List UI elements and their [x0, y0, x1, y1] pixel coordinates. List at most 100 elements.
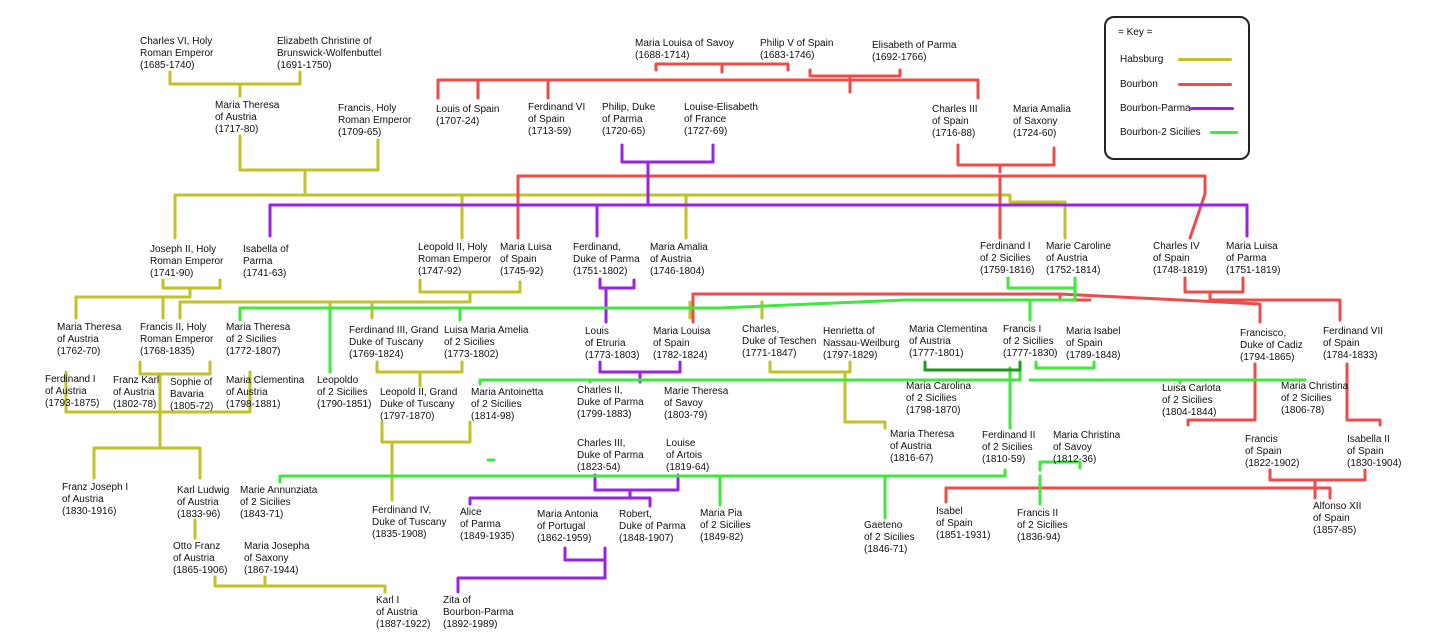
person-charles-iii-parma: Charles III,Duke of Parma(1823-54) — [577, 438, 644, 474]
person-text-line: (1805-72) — [170, 401, 214, 412]
person-text-line: of Spain — [528, 114, 565, 125]
person-text-line: of 2 Sicilies — [317, 387, 368, 398]
key-label-bourbon-sicilies: Bourbon-2 Sicilies — [1120, 127, 1201, 138]
connector-bourbon-parma — [620, 143, 715, 164]
connector-bourbon — [436, 78, 980, 100]
connector-bourbon-parma — [593, 473, 680, 492]
person-text-line: of Austria — [650, 254, 692, 265]
person-text-line: Francis II, Holy — [140, 322, 207, 333]
person-text-line: (1713-59) — [528, 126, 572, 137]
person-text-line: of Austria — [226, 387, 268, 398]
person-text-line: of Spain — [1313, 513, 1350, 524]
person-text-line: Ferdinand III, Grand — [349, 325, 439, 336]
person-text-line: (1707-24) — [436, 116, 480, 127]
person-text-line: Isabel — [936, 506, 963, 517]
person-elisabeth-parma: Elisabeth of Parma(1692-1766) — [872, 40, 957, 64]
person-text-line: of Spain — [1066, 338, 1103, 349]
connector-bourbon-sicilies — [1006, 276, 1077, 290]
person-ferdinand-parma: Ferdinand,Duke of Parma(1751-1802) — [573, 242, 640, 278]
person-text-line: of Saxony — [244, 553, 289, 564]
person-text-line: Maria Theresa — [226, 322, 291, 333]
person-text-line: (1790-1851) — [317, 399, 372, 410]
person-text-line: Ferdinand I — [980, 241, 1031, 252]
person-text-line: (1849-82) — [700, 532, 744, 543]
person-text-line: (1799-1883) — [577, 409, 632, 420]
person-text-line: of Savoy — [1053, 442, 1092, 453]
connector-habsburg — [768, 360, 852, 374]
person-text-line: (1812-36) — [1053, 454, 1097, 465]
person-text-line: (1769-1824) — [349, 349, 404, 360]
person-text-line: of Parma — [460, 519, 501, 530]
person-text-line: Louise-Elisabeth — [684, 102, 758, 113]
person-text-line: Bourbon-Parma — [443, 607, 514, 618]
person-text-line: Maria Antoinetta — [471, 387, 544, 398]
person-text-line: Karl Ludwig — [177, 485, 230, 496]
connector-bourbon — [944, 486, 1332, 500]
person-text-line: Maria Amalia — [650, 242, 708, 253]
connector-bourbon — [808, 68, 902, 78]
person-text-line: Ferdinand, — [573, 242, 621, 253]
person-text-line: (1862-1959) — [537, 533, 592, 544]
connector-habsburg — [1008, 193, 1067, 240]
person-text-line: Parma — [243, 256, 273, 267]
person-text-line: Charles III — [932, 104, 978, 115]
person-text-line: Otto Franz — [173, 541, 221, 552]
person-text-line: Charles, — [742, 324, 780, 335]
person-text-line: of France — [684, 114, 727, 125]
person-text-line: Roman Emperor — [140, 48, 214, 59]
connector-habsburg — [178, 290, 472, 320]
person-text-line: Franz Karl — [113, 375, 160, 386]
person-text-line: (1822-1902) — [1245, 458, 1300, 469]
person-text-line: (1773-1803) — [585, 350, 640, 361]
person-text-line: of Parma — [602, 114, 643, 125]
person-text-line: (1819-64) — [666, 462, 710, 473]
person-text-line: Maria Carolina — [906, 381, 972, 392]
person-text-line: Isabella II — [1347, 434, 1390, 445]
key-label-habsburg: Habsburg — [1120, 54, 1164, 65]
person-text-line: (1720-65) — [602, 126, 646, 137]
connector-habsburg — [158, 410, 202, 480]
person-text-line: of Etruria — [585, 338, 626, 349]
person-text-line: of 2 Sicilies — [700, 520, 751, 531]
person-text-line: of Austria — [890, 441, 932, 452]
connector-habsburg — [843, 370, 887, 430]
person-louis-spain: Louis of Spain(1707-24) — [436, 104, 499, 128]
person-text-line: Ferdinand II — [982, 430, 1036, 441]
person-text-line: (1685-1740) — [140, 60, 195, 71]
connector-bourbon-sicilies — [478, 370, 1022, 386]
person-text-line: (1797-1870) — [380, 411, 435, 422]
person-text-line: (1794-1865) — [1240, 352, 1295, 363]
person-text-line: of Austria — [57, 334, 99, 345]
person-text-line: Maria Luisa — [500, 242, 552, 253]
person-text-line: Marie Theresa — [664, 386, 729, 397]
person-text-line: Duke of Teschen — [742, 336, 817, 347]
person-text-line: of Spain — [1347, 446, 1384, 457]
person-text-line: of 2 Sicilies — [906, 393, 957, 404]
person-text-line: Bavaria — [170, 389, 204, 400]
person-text-line: Leopold II, Holy — [418, 242, 488, 253]
connector-bourbon-sicilies — [1034, 360, 1096, 370]
person-text-line: of 2 Sicilies — [444, 337, 495, 348]
person-text-line: Brunswick-Wolfenbuttel — [277, 48, 382, 59]
person-text-line: Maria Theresa — [215, 100, 280, 111]
person-text-line: of 2 Sicilies — [864, 532, 915, 543]
person-text-line: Leopold II, Grand — [380, 387, 458, 398]
person-text-line: (1782-1824) — [653, 350, 708, 361]
person-text-line: Maria Clementina — [226, 375, 305, 386]
person-text-line: Maria Louisa — [653, 326, 711, 337]
